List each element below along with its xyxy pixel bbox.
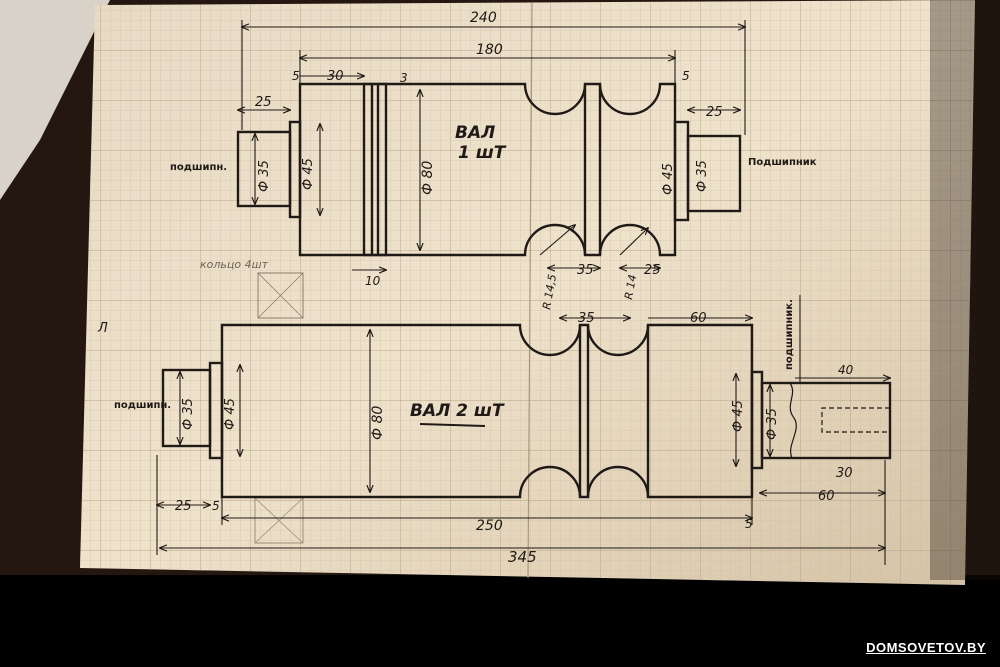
- shaft1-diam-stub-right: Ф 35: [695, 160, 710, 192]
- shaft2-dim-length: 250: [476, 518, 503, 534]
- paper-fold: [527, 2, 533, 579]
- shaft1-dimensions: [238, 20, 745, 270]
- paper-sheet: [80, 0, 975, 585]
- shaft1-radius-b: R 14: [622, 274, 639, 301]
- shaft1-diam-big: Ф 80: [420, 161, 436, 195]
- shaft2-diam-bearing-left: Ф 45: [223, 398, 238, 430]
- shaft1-diam-bearing-left: Ф 45: [301, 158, 316, 190]
- shaft1-labels: 240 180 5 30 3 25 5 25 ВАЛ 1 шТ Ф 80 Ф 4…: [170, 10, 817, 311]
- site-watermark: DOMSOVETOV.BY: [866, 640, 986, 655]
- shaft2-diam-stub-left: Ф 35: [181, 398, 196, 430]
- edge-shadow: [930, 0, 1000, 580]
- shaft2-dim-total: 345: [508, 548, 537, 566]
- shaft2-dim-stub-left: 25: [175, 499, 192, 514]
- shaft2-dim-key-width: 40: [838, 363, 854, 377]
- ring-label: кольцо 4шт: [200, 258, 269, 271]
- shaft1-groove: [362, 82, 388, 257]
- shaft1-title-line2: 1 шТ: [458, 143, 507, 163]
- bottom-band: [0, 575, 1000, 667]
- shaft2-bearing-label-right: подшипник.: [784, 299, 795, 370]
- paper-corner-left: [0, 0, 110, 200]
- shaft2-dim-shoulder-left: 5: [212, 499, 220, 513]
- shaft1-dim-total: 240: [470, 10, 497, 26]
- shaft1-dim-stub-left: 25: [255, 95, 272, 110]
- shaft1-title-line1: ВАЛ: [455, 123, 495, 143]
- shaft2-dim-shoulder-right: 5: [745, 517, 753, 531]
- shaft2-diam-big: Ф 80: [370, 406, 386, 440]
- shaft2-diam-stub-right: Ф 35: [765, 408, 780, 440]
- shaft1-dim-between: 35: [577, 263, 594, 278]
- shaft2-title: ВАЛ 2 шТ: [410, 401, 505, 421]
- shaft1-dim-span: 180: [476, 42, 503, 58]
- shaft1-dim-groove-width: 3: [400, 71, 408, 85]
- shaft2-dim-right-end: 60: [818, 489, 835, 504]
- shaft2-break-line: [789, 382, 797, 459]
- margin-mark: Л: [97, 321, 108, 336]
- shaft1-dim-groove-under: 10: [365, 274, 381, 288]
- shaft1-right-stub: [686, 134, 742, 213]
- shaft2-keyway: [821, 407, 890, 433]
- shaft1-bearing-label-right: Подшипник: [748, 157, 817, 168]
- shaft2-left-stub: [161, 368, 212, 448]
- shaft2-diam-bearing-right: Ф 45: [731, 400, 746, 432]
- shaft1-dim-stub-right: 25: [706, 105, 723, 120]
- shaft2-right-stub: [760, 381, 892, 460]
- shaft1-diam-stub-left: Ф 35: [257, 160, 272, 192]
- shaft1-dim-shoulder-left: 5: [292, 69, 300, 83]
- shaft1-dim-right-tail: 25: [644, 263, 661, 278]
- shaft2-dimensions: [157, 295, 890, 565]
- shaft1-dim-shoulder-right: 5: [682, 69, 690, 83]
- shaft1-left-stub: [236, 130, 292, 208]
- shaft2-labels: 35 60 ВАЛ 2 шТ Ф 80 Ф 45 Ф 35 Ф 45 Ф 35 …: [114, 299, 854, 566]
- shaft-1: [236, 82, 742, 257]
- shaft2-dim-between: 35: [578, 311, 595, 326]
- shaft2-dim-key-length: 30: [836, 466, 853, 481]
- shaft1-radius-a: R 14,5: [540, 273, 559, 310]
- shaft1-diam-bearing-right: Ф 45: [661, 163, 676, 195]
- shaft2-dim-right-span: 60: [690, 311, 707, 326]
- shaft1-dim-groove-pos: 30: [327, 69, 344, 84]
- shaft2-bearing-label-left: подшипн.: [114, 400, 171, 411]
- shaft1-bearing-label-left: подшипн.: [170, 162, 227, 173]
